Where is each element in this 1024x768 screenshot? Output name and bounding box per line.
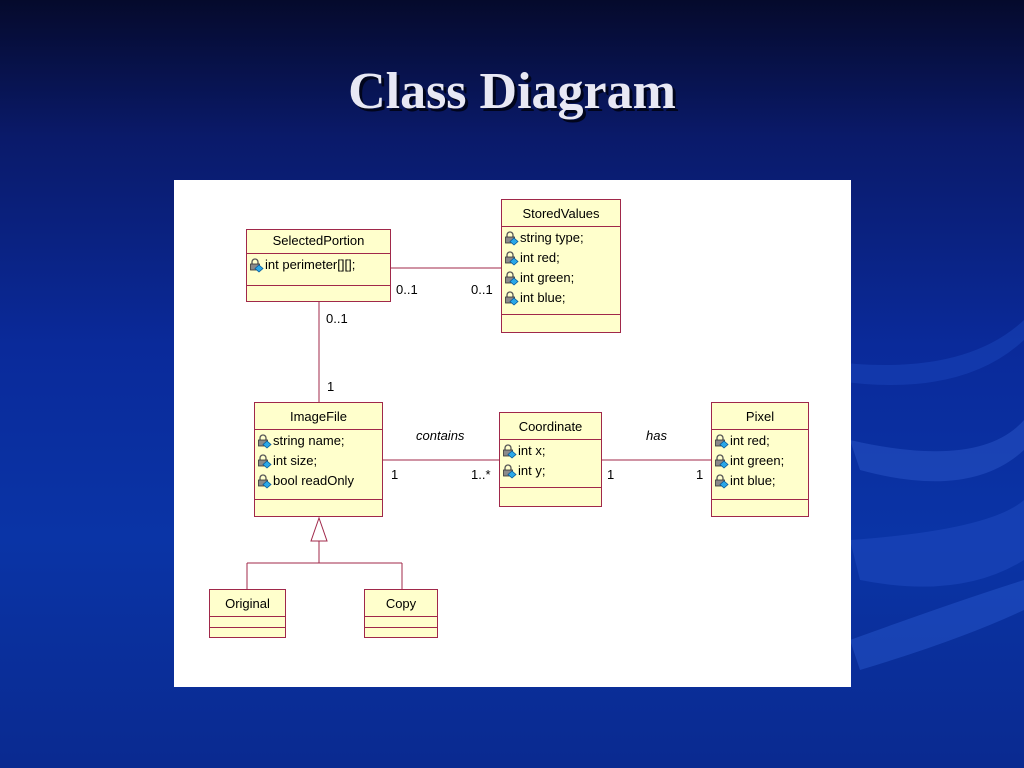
private-attribute-icon [502, 463, 517, 479]
class-original[interactable]: Original [209, 589, 286, 638]
class-copy[interactable]: Copy [364, 589, 438, 638]
attribute-row: int perimeter[][]; [249, 255, 390, 275]
class-name: Original [210, 590, 285, 617]
private-attribute-icon [257, 453, 272, 469]
multiplicity-label: 1 [327, 379, 335, 394]
private-attribute-icon [257, 473, 272, 489]
attribute-text: int blue; [520, 290, 566, 305]
attribute-row: string name; [257, 431, 382, 451]
attribute-text: int red; [730, 433, 770, 448]
attribute-text: int blue; [730, 473, 776, 488]
attribute-text: int perimeter[][]; [265, 257, 356, 272]
attribute-text: int x; [518, 443, 546, 458]
attribute-row: int red; [504, 248, 620, 268]
association-name-label: contains [416, 428, 465, 443]
attribute-row: string type; [504, 228, 620, 248]
attribute-row: bool readOnly [257, 471, 382, 491]
attribute-text: int green; [520, 270, 575, 285]
class-name: Copy [365, 590, 437, 617]
private-attribute-icon [714, 433, 729, 449]
attribute-text: string type; [520, 230, 584, 245]
class-attributes [210, 617, 285, 628]
diagram-canvas: SelectedPortion int perimeter[][]; Store… [174, 180, 851, 687]
multiplicity-label: 1 [607, 467, 615, 482]
multiplicity-label: 1 [391, 467, 399, 482]
attribute-text: int red; [520, 250, 560, 265]
attribute-text: int y; [518, 463, 546, 478]
multiplicity-label: 0..1 [396, 282, 418, 297]
attribute-text: bool readOnly [273, 473, 354, 488]
private-attribute-icon [714, 473, 729, 489]
attribute-text: string name; [273, 433, 345, 448]
multiplicity-label: 0..1 [326, 311, 348, 326]
class-name: ImageFile [255, 403, 382, 430]
private-attribute-icon [714, 453, 729, 469]
class-name: Pixel [712, 403, 808, 430]
multiplicity-label: 1..* [471, 467, 491, 482]
class-attributes: int perimeter[][]; [247, 254, 390, 286]
association-name-label: has [646, 428, 667, 443]
class-attributes: string type; int red; int green; int blu… [502, 227, 620, 315]
class-pixel[interactable]: Pixel int red; int green; int blue; [711, 402, 809, 517]
attribute-text: int size; [273, 453, 318, 468]
attribute-row: int red; [714, 431, 808, 451]
private-attribute-icon [502, 443, 517, 459]
attribute-row: int size; [257, 451, 382, 471]
generalization-arrowhead [310, 516, 328, 542]
slide-title: Class Diagram [348, 63, 676, 120]
class-attributes: string name; int size; bool readOnly [255, 430, 382, 500]
class-name: StoredValues [502, 200, 620, 227]
attribute-row: int y; [502, 461, 601, 481]
private-attribute-icon [504, 270, 519, 286]
class-name: SelectedPortion [247, 230, 390, 254]
multiplicity-label: 0..1 [471, 282, 493, 297]
class-attributes: int x; int y; [500, 440, 601, 488]
private-attribute-icon [504, 230, 519, 246]
attribute-row: int green; [504, 268, 620, 288]
private-attribute-icon [257, 433, 272, 449]
class-image-file[interactable]: ImageFile string name; int size; bool re… [254, 402, 383, 517]
class-stored-values[interactable]: StoredValues string type; int red; int g… [501, 199, 621, 333]
private-attribute-icon [504, 250, 519, 266]
attribute-row: int blue; [504, 288, 620, 308]
class-coordinate[interactable]: Coordinate int x; int y; [499, 412, 602, 507]
connector-layer [246, 267, 712, 589]
class-name: Coordinate [500, 413, 601, 440]
attribute-text: int green; [730, 453, 785, 468]
private-attribute-icon [249, 257, 264, 273]
class-attributes [365, 617, 437, 628]
class-selected-portion[interactable]: SelectedPortion int perimeter[][]; [246, 229, 391, 302]
attribute-row: int green; [714, 451, 808, 471]
attribute-row: int x; [502, 441, 601, 461]
multiplicity-label: 1 [696, 467, 704, 482]
private-attribute-icon [504, 290, 519, 306]
class-attributes: int red; int green; int blue; [712, 430, 808, 500]
attribute-row: int blue; [714, 471, 808, 491]
